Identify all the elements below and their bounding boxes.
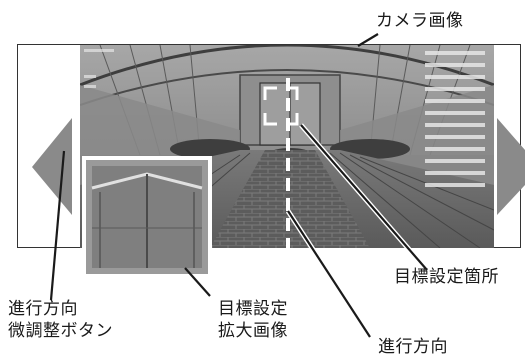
fine-adjust-label: 進行方向 微調整ボタン xyxy=(8,298,113,342)
leader-target-point xyxy=(300,124,428,271)
fine-adjust-label-line-1: 進行方向 xyxy=(8,299,78,319)
leader-fine-adjust xyxy=(49,150,66,301)
target-marker xyxy=(263,86,299,126)
triangle-right-icon[interactable] xyxy=(497,118,525,215)
direction-label: 進行方向 xyxy=(378,337,448,357)
target-zoom-inset xyxy=(82,156,212,278)
target-zoom-label-line-1: 目標設定 xyxy=(218,299,288,319)
fine-adjust-label-line-2: 微調整ボタン xyxy=(8,321,113,341)
camera-image-label: カメラ画像 xyxy=(376,11,464,31)
target-zoom-label: 目標設定 拡大画像 xyxy=(218,298,288,342)
target-point-label: 目標設定箇所 xyxy=(394,267,499,287)
triangle-left-icon[interactable] xyxy=(32,118,72,215)
leader-target-zoom xyxy=(184,267,211,297)
leader-direction xyxy=(287,210,371,338)
leader-camera-image xyxy=(357,33,379,47)
target-zoom-label-line-2: 拡大画像 xyxy=(218,321,288,341)
